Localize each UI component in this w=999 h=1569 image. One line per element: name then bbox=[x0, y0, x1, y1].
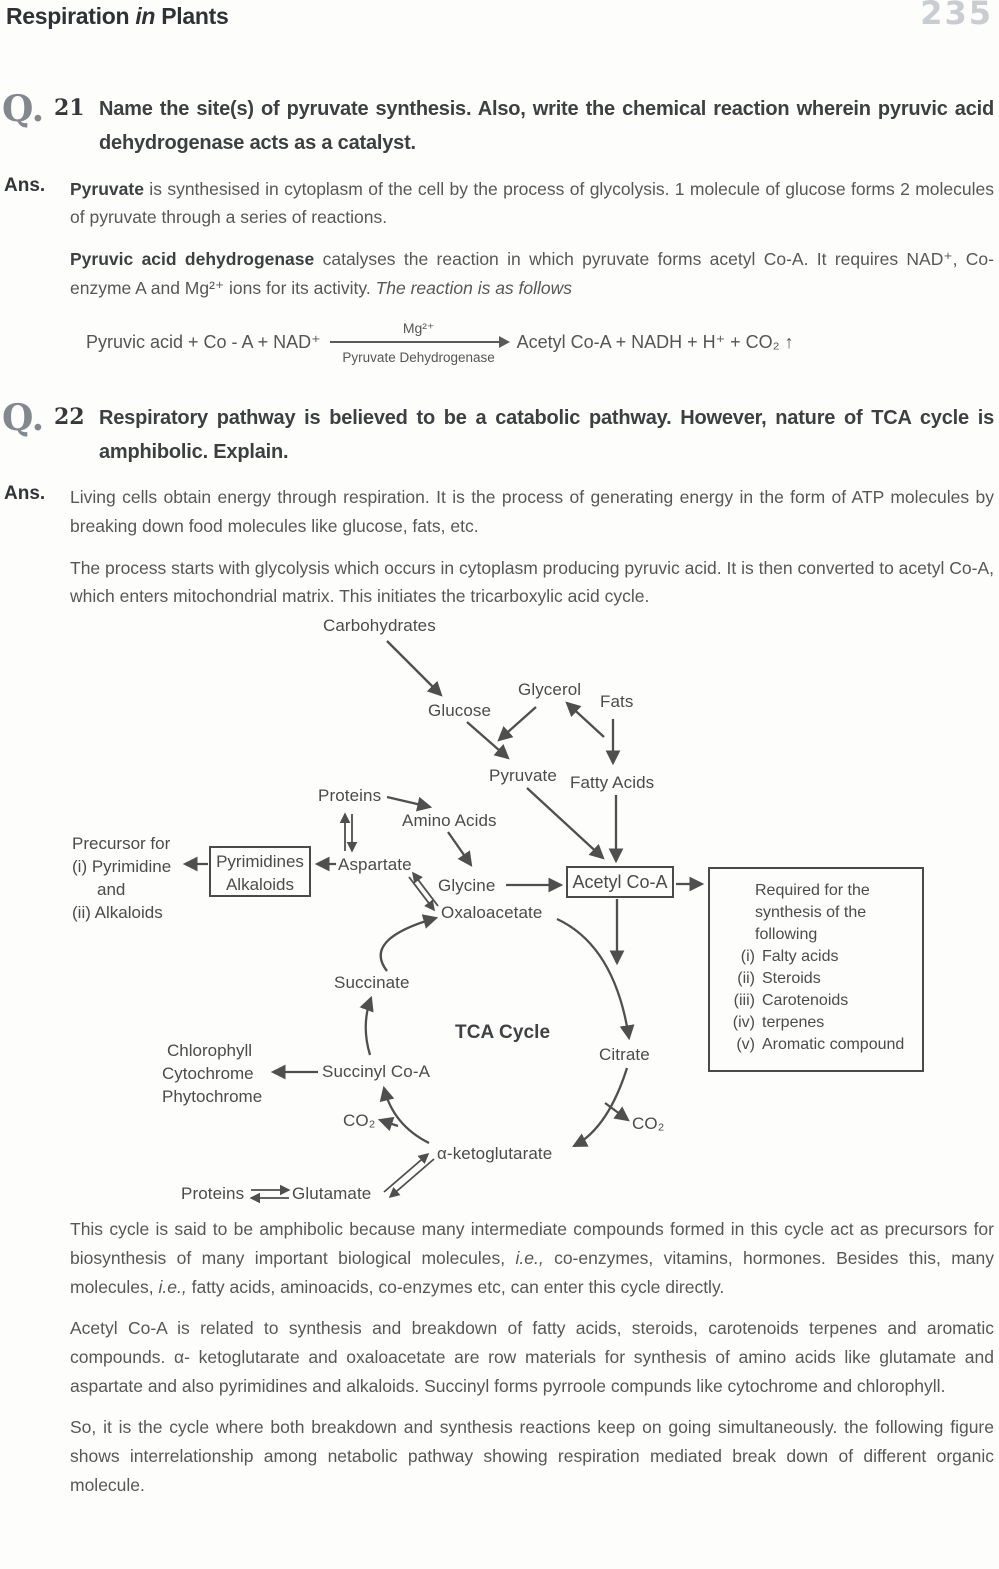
answer-22: Ans. Living cells obtain energy through … bbox=[0, 483, 999, 611]
precursor-note-line3: and bbox=[97, 880, 126, 900]
reaction-arrow-group: Mg²⁺ Pyruvate Dehydrogenase bbox=[329, 317, 510, 370]
page-title: Respiration in Plants bbox=[6, 3, 229, 30]
node-aspartate: Aspartate bbox=[338, 855, 412, 875]
required-box-header2: synthesis of the bbox=[755, 904, 867, 922]
required-item-2-num: (ii) bbox=[737, 970, 755, 988]
title-word-respiration: Respiration bbox=[6, 3, 130, 29]
reaction-products: Acetyl Co-A + NADH + H⁺ + CO₂ ↑ bbox=[516, 332, 794, 353]
page-header: Respiration in Plants 235 bbox=[0, 0, 999, 49]
required-item-5-num: (v) bbox=[736, 1036, 755, 1054]
node-glucose: Glucose bbox=[428, 701, 492, 721]
answer-21-p1-lead: Pyruvate bbox=[70, 178, 144, 199]
node-succinyl-co-a: Succinyl Co-A bbox=[322, 1062, 431, 1082]
title-word-plants: Plants bbox=[161, 3, 229, 29]
required-item-2-text: Steroids bbox=[762, 970, 821, 988]
page-number: 235 bbox=[920, 0, 993, 32]
acetyl-co-a-box: Acetyl Co-A bbox=[566, 866, 674, 899]
answer-22-paragraph-3: This cycle is said to be amphibolic beca… bbox=[70, 1215, 994, 1301]
answer-21-p1-rest: is synthesised in cytoplasm of the cell … bbox=[70, 178, 994, 228]
question-22-text: Respiratory pathway is believed to be a … bbox=[99, 406, 994, 463]
p3-seg1: This cycle is said to be amphibolic beca… bbox=[70, 1219, 994, 1268]
precursor-note-line2: (i) Pyrimidine bbox=[72, 857, 172, 877]
answer-22-paragraph-4: Acetyl Co-A is related to synthesis and … bbox=[70, 1318, 994, 1396]
node-carbohydrates: Carbohydrates bbox=[323, 616, 436, 636]
answer-21-p2-lead: Pyruvic acid dehydrogenase bbox=[70, 249, 315, 270]
node-co2-right: CO₂ bbox=[632, 1114, 665, 1134]
required-item-3-num: (iii) bbox=[733, 992, 755, 1010]
products-note-line2: Cytochrome bbox=[162, 1064, 254, 1084]
products-note-line3: Phytochrome bbox=[162, 1087, 263, 1107]
required-item-3-text: Carotenoids bbox=[762, 992, 849, 1010]
p3-seg3: co-enzymes, vitamins, hormones. Besides … bbox=[70, 1247, 994, 1297]
node-fatty-acids: Fatty Acids bbox=[570, 773, 655, 793]
pyrimidines-box-line2: Alkaloids bbox=[225, 875, 295, 895]
p3-ie-2: i.e., bbox=[158, 1276, 187, 1297]
answer-21-paragraph-2: Pyruvic acid dehydrogenase catalyses the… bbox=[70, 245, 994, 302]
node-pyruvate: Pyruvate bbox=[489, 766, 557, 786]
succinyl-products-note: Chlorophyll Cytochrome Phytochrome bbox=[162, 1039, 262, 1108]
node-oxaloacetate: Oxaloacetate bbox=[441, 903, 543, 923]
answer-22-label: Ans. bbox=[4, 483, 46, 505]
answer-22-paragraph-5: So, it is the cycle where both breakdown… bbox=[70, 1417, 994, 1495]
node-glycerol: Glycerol bbox=[518, 680, 582, 700]
answer-21-p2-rest: catalyses the reaction in which pyruvate… bbox=[70, 249, 994, 298]
answer-22-continued: This cycle is said to be amphibolic beca… bbox=[70, 1215, 994, 1499]
precursor-note-line1: Precursor for bbox=[72, 834, 171, 854]
chemical-reaction: Pyruvic acid + Co - A + NAD⁺ Mg²⁺ Pyruva… bbox=[86, 317, 994, 370]
node-alpha-ketoglutarate: α-ketoglutarate bbox=[437, 1144, 553, 1164]
reaction-reactants: Pyruvic acid + Co - A + NAD⁺ bbox=[86, 332, 321, 353]
precursor-note: Precursor for (i) Pyrimidine and (ii) Al… bbox=[72, 832, 171, 924]
products-note-line1: Chlorophyll bbox=[167, 1041, 253, 1061]
p3-seg5: fatty acids, aminoacids, co-enzymes etc,… bbox=[186, 1276, 725, 1297]
node-citrate: Citrate bbox=[599, 1045, 650, 1065]
reaction-catalyst-top: Mg²⁺ bbox=[402, 319, 435, 336]
label-tca-cycle: TCA Cycle bbox=[455, 1022, 551, 1044]
required-item-1-num: (i) bbox=[740, 948, 755, 966]
answer-22-paragraph-2: The process starts with glycolysis which… bbox=[70, 557, 994, 607]
required-for-synthesis-box: Required for the synthesis of the follow… bbox=[708, 867, 924, 1073]
answer-21-body: Pyruvate is synthesised in cytoplasm of … bbox=[70, 175, 999, 374]
question-21-row: Q. 21 Name the site(s) of pyruvate synth… bbox=[0, 91, 999, 161]
answer-21-p2-italic: The reaction is as follows bbox=[375, 277, 573, 298]
answer-22-body: Living cells obtain energy through respi… bbox=[70, 483, 999, 611]
question-21-number: 21 bbox=[54, 95, 85, 121]
required-box-header1: Required for the bbox=[755, 882, 870, 900]
required-item-4-text: terpenes bbox=[762, 1014, 825, 1032]
tca-diagram-arrows bbox=[182, 640, 705, 1204]
required-item-4-num: (iv) bbox=[732, 1014, 755, 1032]
p3-ie-1: i.e., bbox=[515, 1247, 544, 1268]
node-proteins-top: Proteins bbox=[318, 786, 382, 806]
precursor-note-line4: (ii) Alkaloids bbox=[72, 903, 163, 923]
required-box-header3: following bbox=[755, 926, 818, 944]
answer-22-paragraph-1: Living cells obtain energy through respi… bbox=[70, 487, 994, 537]
reaction-catalyst-bottom: Pyruvate Dehydrogenase bbox=[342, 350, 495, 366]
title-word-in: in bbox=[135, 3, 156, 29]
node-proteins-bottom: Proteins bbox=[181, 1184, 245, 1204]
node-glutamate: Glutamate bbox=[292, 1184, 372, 1204]
answer-21-paragraph-1: Pyruvate is synthesised in cytoplasm of … bbox=[70, 175, 994, 232]
question-21: Q. 21 Name the site(s) of pyruvate synth… bbox=[0, 91, 999, 374]
answer-21-label: Ans. bbox=[4, 174, 46, 196]
question-22-number: 22 bbox=[54, 403, 85, 430]
pyrimidines-alkaloids-box: Pyrimidines Alkaloids bbox=[209, 846, 311, 898]
required-box-items: (i) Falty acids (ii) Steroids (iii) Caroten… bbox=[719, 946, 916, 1056]
question-22-row: Q. 22 Respiratory pathway is believed to… bbox=[0, 400, 999, 470]
node-co2-left: CO₂ bbox=[343, 1111, 376, 1131]
required-item-1-text: Falty acids bbox=[762, 948, 839, 966]
answer-21: Ans. Pyruvate is synthesised in cytoplas… bbox=[0, 175, 999, 374]
question-22-q-glyph: Q. bbox=[2, 396, 45, 439]
question-21-text: Name the site(s) of pyruvate synthesis. … bbox=[99, 98, 994, 155]
tca-cycle-diagram: Carbohydrates Glucose Glycerol Fats Pyru… bbox=[0, 611, 999, 1215]
reaction-arrow-icon bbox=[329, 336, 510, 349]
node-fats: Fats bbox=[600, 692, 634, 712]
node-amino-acids: Amino Acids bbox=[402, 811, 497, 831]
node-glycine: Glycine bbox=[438, 876, 496, 896]
question-22: Q. 22 Respiratory pathway is believed to… bbox=[0, 400, 999, 612]
pyrimidines-box-line1: Pyrimidines bbox=[216, 852, 304, 872]
question-21-q-glyph: Q. bbox=[2, 88, 45, 130]
node-succinate: Succinate bbox=[334, 973, 410, 993]
required-item-5-text: Aromatic compound bbox=[762, 1036, 905, 1054]
